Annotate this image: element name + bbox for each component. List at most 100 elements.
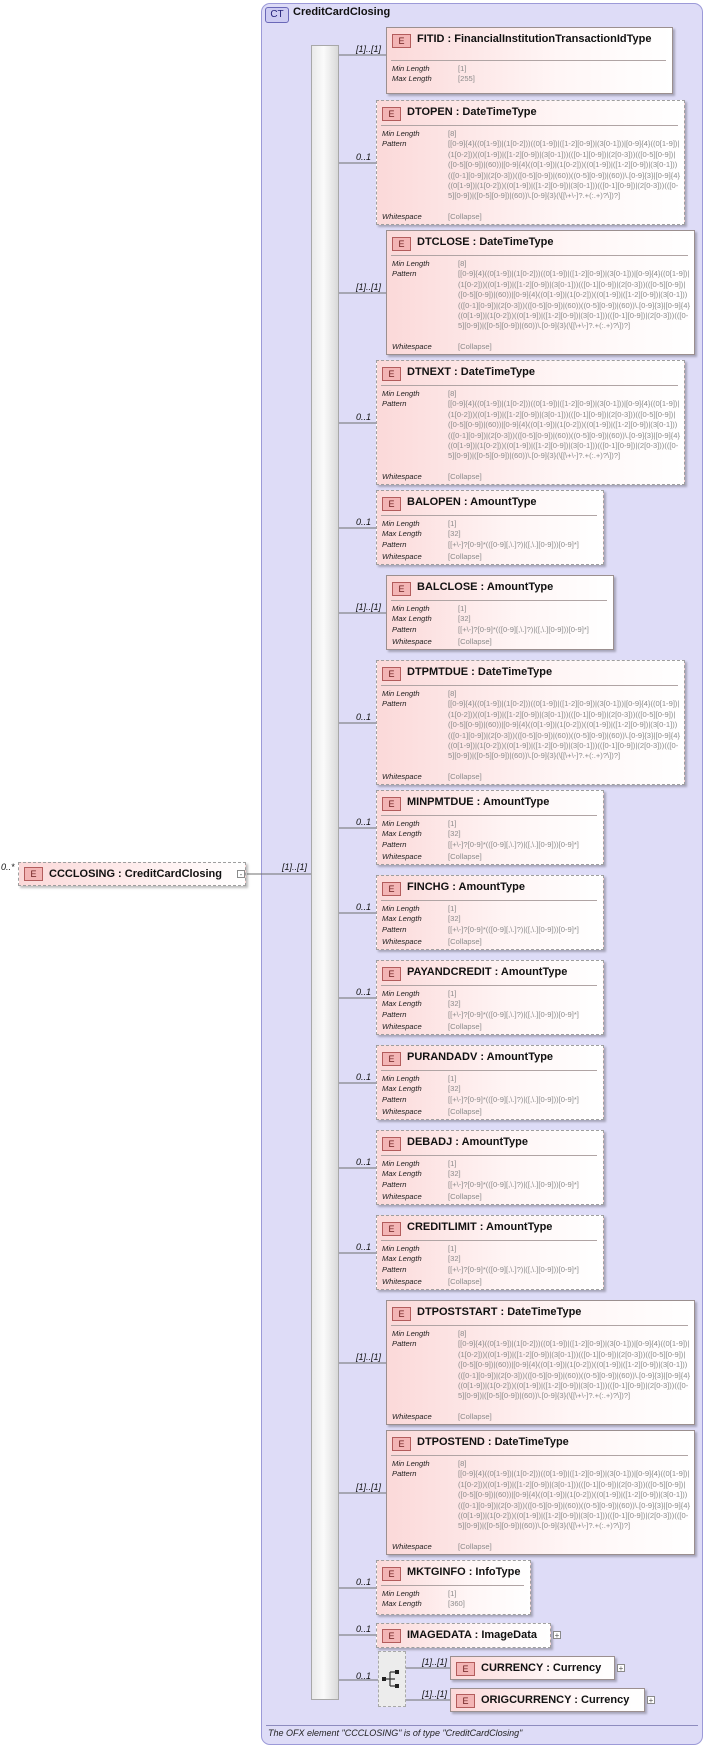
facet-value: [Collapse] xyxy=(448,1192,482,1201)
facet-row: Min Length[1] xyxy=(382,989,599,999)
facet-value: [Collapse] xyxy=(448,1022,482,1031)
facet-row: Pattern[[0-9]{4}((0[1-9])|(1[0-2]))((0[1… xyxy=(392,1339,690,1401)
element-divider xyxy=(391,60,666,61)
expand-toggle-icon[interactable]: + xyxy=(617,1664,625,1673)
facet-list: Min Length[1]Max Length[32]Pattern[[+\-]… xyxy=(382,1159,599,1201)
facet-label: Whitespace xyxy=(382,772,422,781)
choice-group[interactable] xyxy=(378,1651,406,1707)
occurrence-label: [1]..[1] xyxy=(422,1689,448,1699)
expand-toggle-icon[interactable]: + xyxy=(647,1696,655,1705)
facet-row: Whitespace[Collapse] xyxy=(382,212,680,222)
facet-list: Min Length[1]Max Length[255] xyxy=(392,64,668,85)
facet-label: Max Length xyxy=(382,914,422,924)
facet-row: Pattern[[+\-]?[0-9]*(([0-9][,\.]?)|([,\.… xyxy=(392,625,609,635)
facet-row: Max Length[32] xyxy=(382,1169,599,1179)
element-divider xyxy=(381,1070,597,1071)
element-badge: E xyxy=(382,1052,401,1066)
element-name: BALOPEN : AmountType xyxy=(407,496,537,508)
element-divider xyxy=(381,1585,524,1586)
facet-row: Min Length[1] xyxy=(392,604,609,614)
facet-label: Pattern xyxy=(382,1009,407,1019)
facet-label: Whitespace xyxy=(392,342,432,351)
facet-list: Min Length[1]Max Length[360] xyxy=(382,1589,526,1610)
facet-row: Min Length[1] xyxy=(382,904,599,914)
element-badge: E xyxy=(382,967,401,981)
root-element-ccclosing[interactable]: E CCCLOSING : CreditCardClosing xyxy=(18,862,246,886)
element-divider xyxy=(391,600,607,601)
facet-row: Pattern[[+\-]?[0-9]*(([0-9][,\.]?)|([,\.… xyxy=(382,1010,599,1020)
occurrence-label: 0..1 xyxy=(356,987,372,997)
facet-value: [Collapse] xyxy=(458,342,492,351)
facet-value: [32] xyxy=(448,1084,461,1094)
element-name: PURANDADV : AmountType xyxy=(407,1051,554,1063)
facet-value: [1] xyxy=(448,1159,457,1168)
facet-list: Min Length[1]Max Length[32]Pattern[[+\-]… xyxy=(382,519,599,561)
facet-row: Whitespace [Collapse] xyxy=(392,1412,690,1422)
element-name: FINCHG : AmountType xyxy=(407,881,525,893)
facet-value: [[+\-]?[0-9]*(([0-9][,\.]?)|([,\.][0-9])… xyxy=(448,924,579,934)
facet-row: Whitespace[Collapse] xyxy=(392,1542,690,1552)
element-badge: E xyxy=(392,34,411,48)
facet-row: Min Length[1] xyxy=(382,519,599,529)
element-badge: E xyxy=(382,882,401,896)
facet-value: [Collapse] xyxy=(448,937,482,946)
occurrence-label: [1]..[1] xyxy=(356,1352,382,1362)
facet-label: Whitespace xyxy=(382,552,422,561)
facet-value: [Collapse] xyxy=(448,552,482,561)
facet-value: [1] xyxy=(448,1074,457,1083)
facet-label: Pattern xyxy=(382,1094,407,1104)
expand-toggle-icon[interactable]: + xyxy=(553,1631,561,1640)
element-badge: E xyxy=(382,1222,401,1236)
facet-row: Pattern[[+\-]?[0-9]*(([0-9][,\.]?)|([,\.… xyxy=(382,925,599,935)
element-name: DEBADJ : AmountType xyxy=(407,1136,528,1148)
occurrence-label: [1]..[1] xyxy=(356,602,382,612)
element-badge: E xyxy=(382,797,401,811)
facet-value: [32] xyxy=(448,1169,461,1179)
element-name: DTPOSTSTART : DateTimeType xyxy=(417,1306,582,1318)
occurrence-label: [1]..[1] xyxy=(422,1657,448,1667)
facet-row: Whitespace [Collapse] xyxy=(382,552,599,562)
facet-label: Pattern xyxy=(382,1264,407,1274)
facet-label: Whitespace xyxy=(392,1412,432,1421)
facet-label: Pattern xyxy=(382,699,407,709)
facet-label: Min Length xyxy=(382,1074,420,1083)
facet-row: Whitespace[Collapse] xyxy=(392,637,609,647)
facet-row: Max Length[32] xyxy=(382,829,599,839)
facet-row: Min Length[8] xyxy=(382,389,680,399)
element-divider xyxy=(391,1455,688,1456)
occurrence-label: 0..1 xyxy=(356,1577,372,1587)
facet-value: [1] xyxy=(448,904,457,913)
facet-value: [1] xyxy=(448,1244,457,1253)
facet-list: Min Length[1]Max Length[32]Pattern[[+\-]… xyxy=(382,819,599,861)
facet-row: Min Length[8] xyxy=(392,1459,690,1469)
facet-label: Pattern xyxy=(382,539,407,549)
collapse-toggle-icon[interactable]: - xyxy=(237,870,245,879)
facet-label: Pattern xyxy=(392,269,417,279)
facet-list: Min Length[8]Pattern[[0-9]{4}((0[1-9])|(… xyxy=(382,689,680,781)
facet-value: [Collapse] xyxy=(458,1412,492,1421)
facet-value: [255] xyxy=(458,74,475,84)
element-name: DTOPEN : DateTimeType xyxy=(407,106,537,118)
facet-label: Pattern xyxy=(392,624,417,634)
